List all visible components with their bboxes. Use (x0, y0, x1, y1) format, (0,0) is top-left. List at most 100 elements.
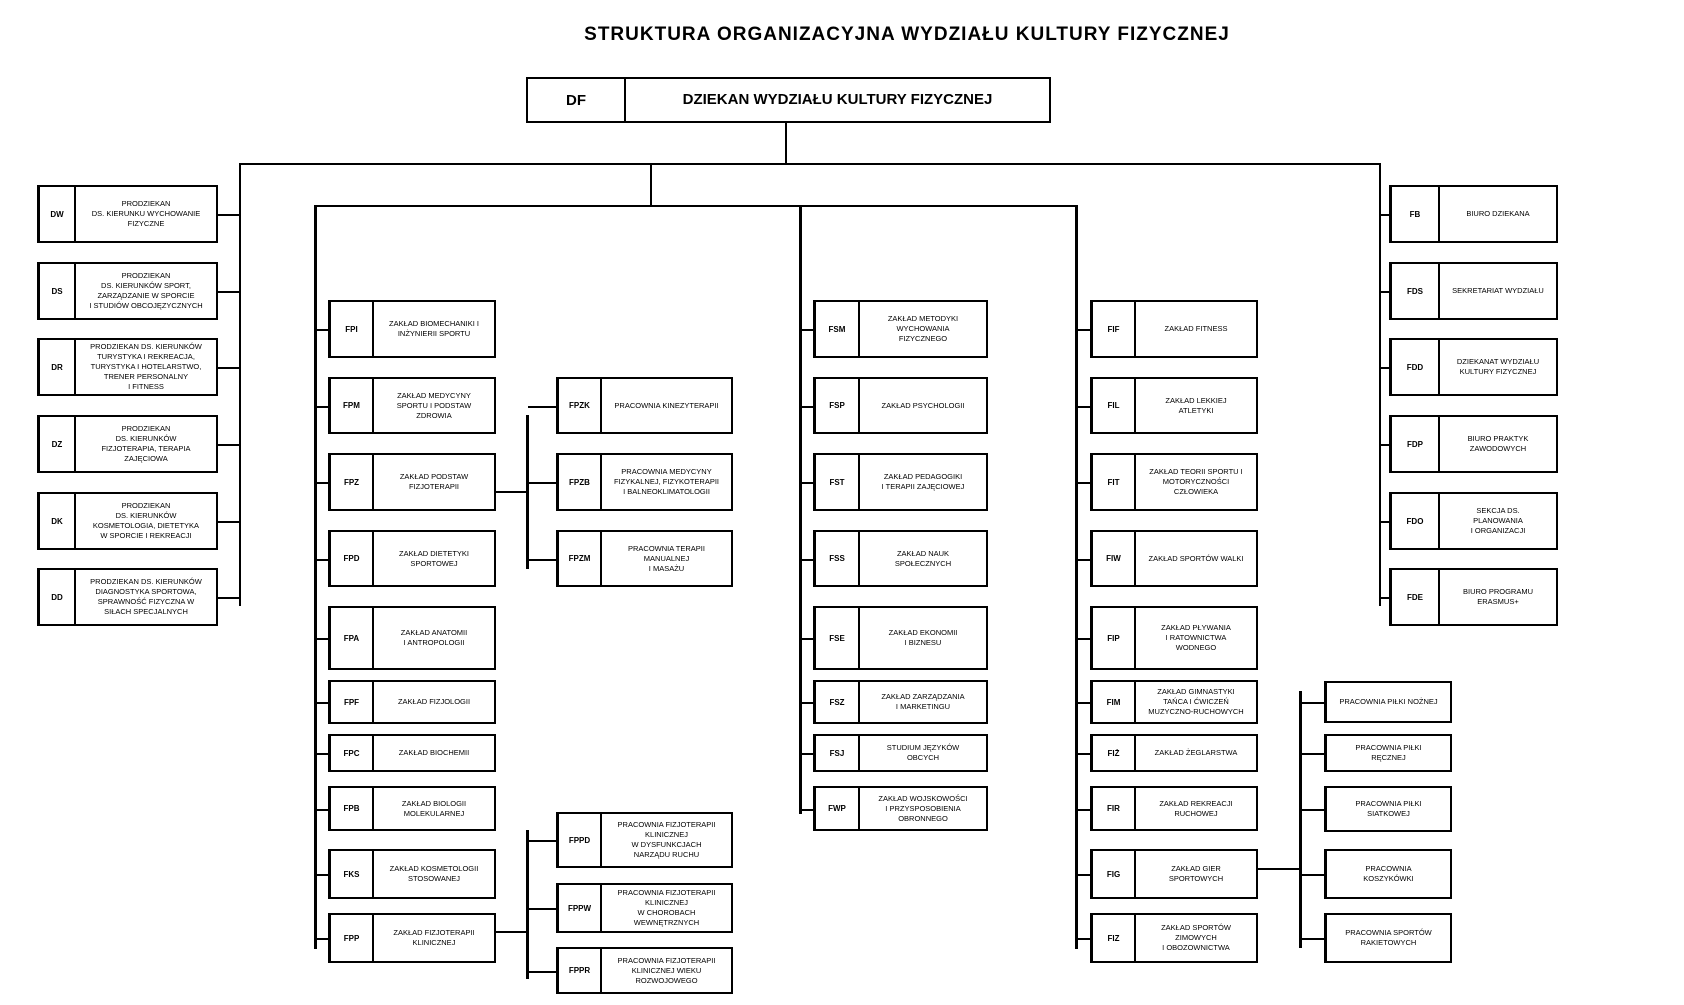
unit-code: FIR (1093, 788, 1136, 829)
unit-label: ZAKŁAD DIETETYKI SPORTOWEJ (398, 548, 470, 568)
unit-code: FST (816, 455, 860, 509)
unit-label: ZAKŁAD GIER SPORTOWYCH (1168, 864, 1224, 883)
unit-label: BIURO PROGRAMU ERASMUS+ (1462, 587, 1533, 606)
connector-line (801, 329, 813, 331)
unit-label: ZAKŁAD EKONOMII I BIZNESU (888, 628, 958, 647)
unit-code: FPI (331, 302, 374, 356)
unit-label: PRODZIEKAN DS. KIERUNKÓW DIAGNOSTYKA SPO… (90, 577, 202, 616)
unit-label: PRACOWNIA MEDYCYNY FIZYKALNEJ, FIZYKOTER… (613, 467, 720, 496)
connector-line (801, 406, 813, 408)
unit-label: PRACOWNIA PIŁKI NOŻNEJ (1339, 697, 1438, 706)
unit-code: FDD (1392, 340, 1440, 394)
vice-dean-box-dk: DK PRODZIEKAN DS. KIERUNKÓW KOSMETOLOGIA,… (37, 492, 218, 550)
unit-label: PRODZIEKAN DS. KIERUNKÓW KOSMETOLOGIA, D… (92, 501, 200, 540)
unit-label: PRACOWNIA PIŁKI SIATKOWEJ (1355, 799, 1422, 818)
col3-bus-line (799, 205, 802, 814)
unit-label: PRACOWNIA SPORTÓW RAKIETOWYCH (1345, 928, 1432, 947)
unit-label: DZIEKAN WYDZIAŁU KULTURY FIZYCZNEJ (682, 91, 993, 108)
department-box-fst: FST ZAKŁAD PEDAGOGIKI I TERAPII ZAJĘCIOWE… (813, 453, 988, 511)
unit-code: FDS (1392, 264, 1440, 318)
unit-label: ZAKŁAD GIMNASTYKI TAŃCA I ĆWICZEŃ MUZYCZ… (1148, 687, 1244, 716)
unit-label: ZAKŁAD REKREACJI RUCHOWEJ (1159, 798, 1233, 818)
connector-line (316, 329, 328, 331)
fig-connector (1258, 868, 1300, 870)
unit-code: FWP (816, 788, 860, 829)
unit-code: FDO (1392, 494, 1440, 548)
lab-box-item-3: PRACOWNIA KOSZYKÓWKI (1324, 849, 1452, 899)
unit-code: DK (40, 494, 76, 548)
connector-line (1301, 809, 1324, 811)
connector-line (801, 753, 813, 755)
connector-line (218, 521, 239, 523)
unit-code: FPZB (559, 455, 602, 509)
unit-label: ZAKŁAD FITNESS (1164, 324, 1228, 333)
unit-code: FPZ (331, 455, 374, 509)
connector-line (1077, 638, 1090, 640)
connector-line (801, 559, 813, 561)
office-box-fdo: FDO SEKCJA DS. PLANOWANIA I ORGANIZACJI (1389, 492, 1558, 550)
connector-line (528, 908, 556, 910)
connector-line (801, 702, 813, 704)
unit-label: ZAKŁAD ANATOMII I ANTROPOLOGII (400, 628, 468, 647)
unit-label: PRACOWNIA FIZJOTERAPII KLINICZNEJ W DYSF… (617, 820, 716, 859)
connector-line (528, 559, 556, 561)
fpp-sub-bus-line (526, 830, 529, 979)
connector-line (528, 971, 556, 973)
unit-code: FIM (1093, 682, 1136, 722)
connector-line (1380, 367, 1389, 369)
unit-label: ZAKŁAD PEDAGOGIKI I TERAPII ZAJĘCIOWEJ (881, 472, 965, 491)
col1-bus-line (314, 205, 317, 949)
unit-label: ZAKŁAD BIOLOGII MOLEKULARNEJ (401, 798, 467, 818)
unit-label: PRACOWNIA FIZJOTERAPII KLINICZNEJ W CHOR… (617, 888, 716, 927)
unit-label: PRACOWNIA KOSZYKÓWKI (1363, 864, 1414, 883)
connector-line (801, 809, 813, 811)
lab-box-item-1: PRACOWNIA PIŁKI RĘCZNEJ (1324, 734, 1452, 772)
unit-code: FPPW (559, 885, 602, 931)
office-bus-line (1379, 163, 1381, 606)
connector-line (1077, 329, 1090, 331)
unit-label: ZAKŁAD FIZJOLOGII (397, 697, 471, 706)
lab-box-item-4: PRACOWNIA SPORTÓW RAKIETOWYCH (1324, 913, 1452, 963)
connector-line (1077, 753, 1090, 755)
col4-bus-line (1075, 205, 1078, 949)
unit-label: ZAKŁAD BIOMECHANIKI I INŻYNIERII SPORTU (388, 319, 480, 338)
unit-code: FDP (1392, 417, 1440, 471)
unit-code: FPPR (559, 949, 602, 992)
unit-code: FPP (331, 915, 374, 961)
department-box-fir: FIR ZAKŁAD REKREACJI RUCHOWEJ (1090, 786, 1258, 831)
unit-code: DZ (40, 417, 76, 471)
unit-code: FDE (1392, 570, 1440, 624)
unit-label: PRACOWNIA TERAPII MANUALNEJ I MASAŻU (628, 543, 705, 573)
unit-label: ZAKŁAD PODSTAW FIZJOTERAPII (399, 472, 469, 491)
lab-box-item-0: PRACOWNIA PIŁKI NOŻNEJ (1324, 681, 1452, 723)
vice-dean-bus-line (239, 163, 241, 606)
connector-line (1301, 874, 1324, 876)
connector-line (1077, 874, 1090, 876)
unit-label: ZAKŁAD PŁYWANIA I RATOWNICTWA WODNEGO (1161, 623, 1231, 652)
connector-line (1380, 521, 1389, 523)
unit-label: ZAKŁAD SPORTÓW ZIMOWYCH I OBOZOWNICTWA (1161, 923, 1231, 952)
connector-line (218, 444, 239, 446)
connector-line (316, 638, 328, 640)
unit-code: FSZ (816, 682, 860, 722)
connector-line (1301, 938, 1324, 940)
unit-code: FPPD (559, 814, 602, 866)
connector-line (1077, 482, 1090, 484)
unit-label: SEKCJA DS. PLANOWANIA I ORGANIZACJI (1470, 506, 1526, 535)
connector-line (316, 874, 328, 876)
connector-line (1077, 809, 1090, 811)
connector-line (528, 482, 556, 484)
connector-line (316, 559, 328, 561)
